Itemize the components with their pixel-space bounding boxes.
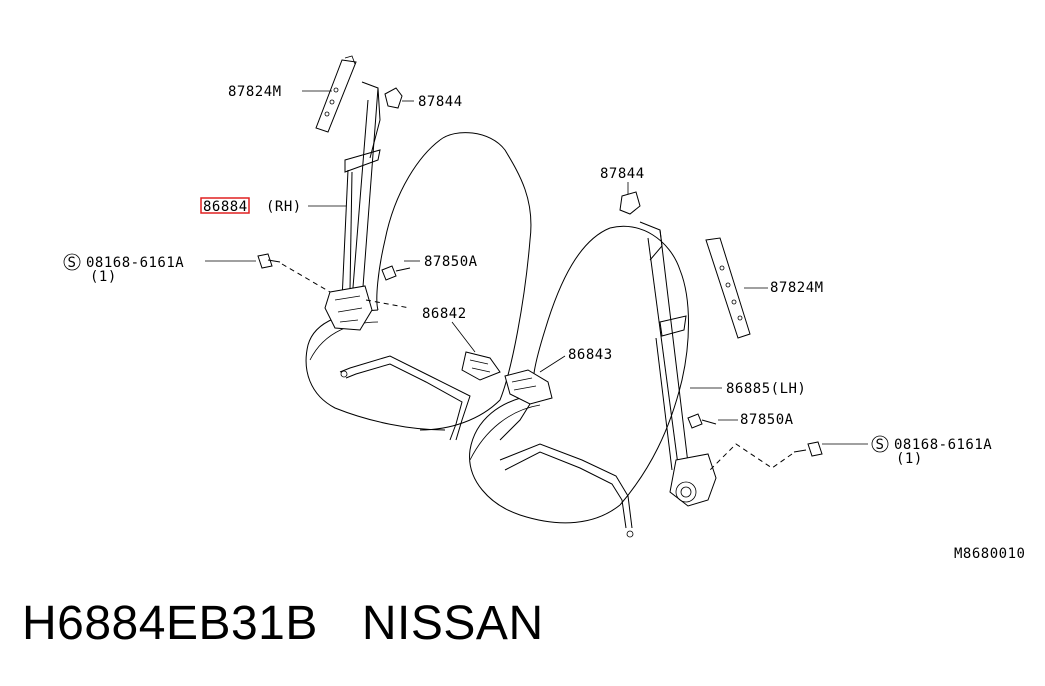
label-lh-bolt-code: 08168-6161A <box>894 437 992 453</box>
lh-height-adjuster <box>705 237 751 339</box>
brand-name: NISSAN <box>361 597 544 650</box>
lh-anchor-bolt <box>709 441 823 471</box>
svg-text:S: S <box>68 255 77 271</box>
part-number: H6884EB31B <box>22 597 318 650</box>
footer-title: H6884EB31B NISSAN <box>22 596 544 651</box>
figure-code: M8680010 <box>954 546 1025 562</box>
label-rh-buckle: 86842 <box>422 306 467 322</box>
label-lh-bolt-qty: (1) <box>896 451 923 467</box>
lh-belt-assembly <box>639 221 717 507</box>
right-seat-outline <box>305 132 532 431</box>
rh-seat-rail <box>339 355 471 441</box>
rh-belt-assembly <box>324 81 411 331</box>
label-rh-height-adjuster: 87824M <box>228 84 282 100</box>
rh-anchor-bolt <box>257 253 331 293</box>
label-lh-buckle: 86843 <box>568 347 613 363</box>
lh-screw <box>687 413 717 429</box>
label-lh-clip: 87844 <box>600 166 645 182</box>
highlight-box <box>200 197 250 214</box>
label-rh-bolt-code: 08168-6161A <box>86 255 184 271</box>
label-lh-height-adjuster: 87824M <box>770 280 824 296</box>
label-lh-belt: 86885(LH) <box>726 381 806 397</box>
label-lh-screw: 87850A <box>740 412 794 428</box>
label-rh-belt-number: 86884 <box>203 199 248 215</box>
rh-bolt-symbol: S <box>63 253 81 271</box>
rh-screw <box>381 265 411 281</box>
rh-buckle <box>461 351 501 381</box>
label-rh-screw: 87850A <box>424 254 478 270</box>
left-seat-outline <box>469 225 689 524</box>
lh-bolt-symbol: S <box>871 435 889 453</box>
rh-clip <box>384 87 403 109</box>
lh-clip <box>619 191 641 215</box>
svg-text:S: S <box>876 437 885 453</box>
lh-buckle <box>504 369 553 405</box>
lh-seat-rail <box>504 451 627 529</box>
label-rh-bolt-qty: (1) <box>90 269 117 285</box>
rh-height-adjuster <box>315 55 357 133</box>
label-rh-belt-side: (RH) <box>266 199 302 215</box>
label-rh-clip: 87844 <box>418 94 463 110</box>
parts-diagram: 87824M 87844 86884 (RH) S 08168-6161A (1… <box>63 55 1025 562</box>
